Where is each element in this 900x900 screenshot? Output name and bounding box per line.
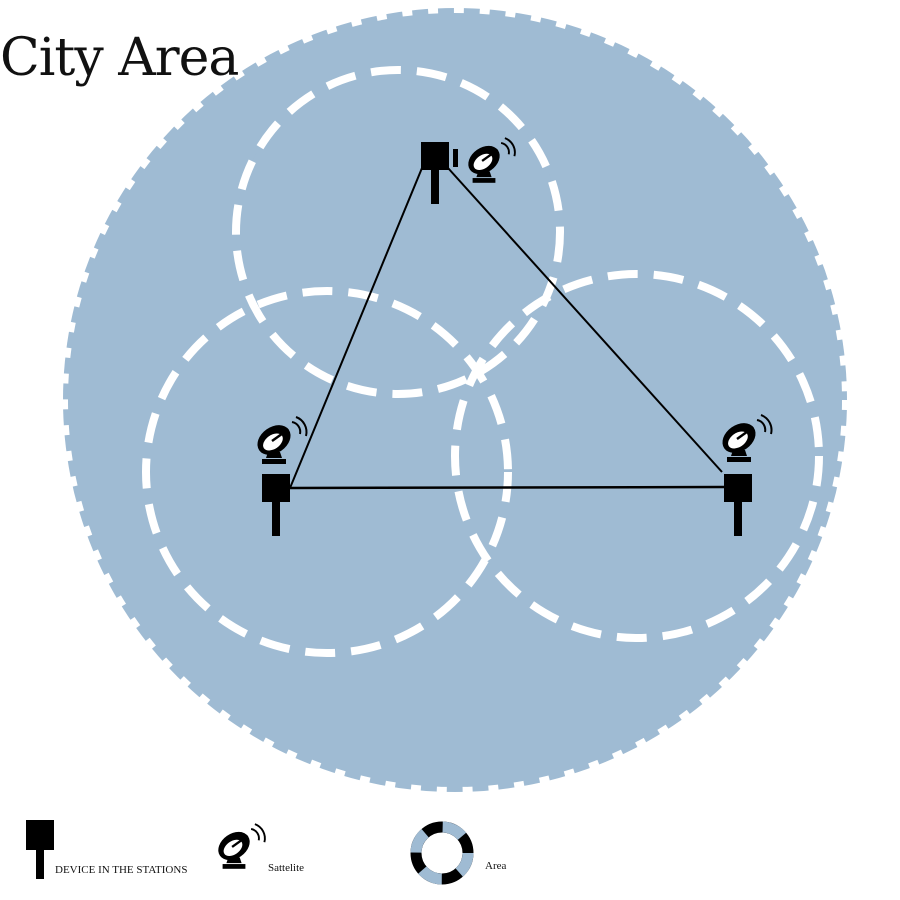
coverage-zone-top bbox=[232, 66, 564, 398]
device-link-connector bbox=[453, 149, 458, 167]
legend-device-tower-icon bbox=[26, 820, 54, 879]
legend-satellite-label: Sattelite bbox=[268, 862, 305, 874]
station-top bbox=[421, 136, 517, 204]
link-top-left bbox=[289, 167, 423, 489]
coverage-zone-right bbox=[451, 270, 823, 642]
coverage-zone-left bbox=[142, 287, 512, 657]
legend-area-label: Area bbox=[485, 860, 507, 872]
page-title: City Area bbox=[0, 28, 239, 88]
legend-device-label: DEVICE IN THE STATIONS bbox=[55, 864, 188, 876]
legend-area-ring-icon bbox=[410, 821, 474, 885]
link-top-right bbox=[447, 167, 723, 473]
city-area-outer-edge bbox=[58, 3, 852, 797]
link-left-right bbox=[289, 485, 725, 490]
legend-satellite-dish-icon bbox=[211, 822, 267, 870]
